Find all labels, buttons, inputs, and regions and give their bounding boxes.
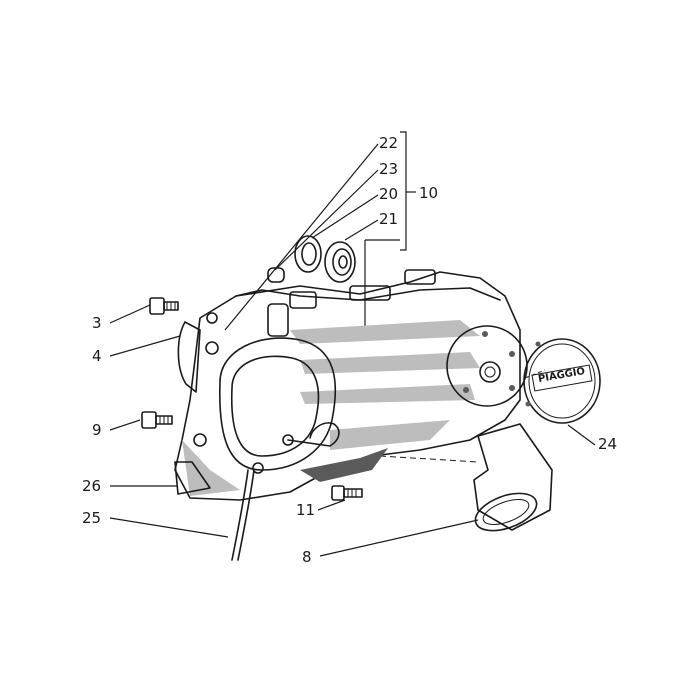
bolt-3 [149, 297, 179, 315]
leader-23 [274, 169, 379, 271]
badge-cover-24 [523, 338, 601, 424]
leader-3 [109, 304, 151, 324]
bracket-26 [174, 461, 211, 495]
callout-8: 8 [302, 548, 312, 566]
callout-3: 3 [92, 314, 102, 332]
leader-24 [567, 424, 596, 446]
callout-10: 10 [419, 184, 439, 202]
bracket-10 [400, 131, 407, 251]
callout-26: 26 [82, 477, 102, 495]
callout-11: 11 [296, 501, 316, 519]
leader-11 [317, 499, 346, 511]
leader-9 [109, 419, 141, 431]
drain-tube-25 [231, 469, 255, 561]
leader-4 [109, 335, 181, 357]
callout-4: 4 [92, 347, 102, 365]
seal-20 [294, 235, 322, 273]
callout-9: 9 [92, 421, 102, 439]
bolt-11 [331, 485, 363, 501]
vent-pipe [287, 422, 340, 447]
dowel-pin-23 [267, 267, 285, 283]
callout-22: 22 [379, 134, 399, 152]
crankcase-cover [174, 269, 528, 501]
leader-8 [319, 519, 479, 557]
callout-24: 24 [598, 435, 618, 453]
gasket-4 [177, 321, 201, 393]
leader-21 [344, 219, 379, 241]
leader-22 [224, 143, 379, 331]
leader-lines [109, 131, 596, 557]
callout-23: 23 [379, 160, 399, 178]
air-duct-8 [473, 423, 553, 532]
bearing-21 [324, 241, 356, 283]
leader-25 [109, 517, 229, 538]
callout-21: 21 [379, 210, 399, 228]
leader-20 [311, 194, 379, 239]
callout-25: 25 [82, 509, 102, 527]
callout-20: 20 [379, 185, 399, 203]
bolt-9 [141, 411, 173, 429]
